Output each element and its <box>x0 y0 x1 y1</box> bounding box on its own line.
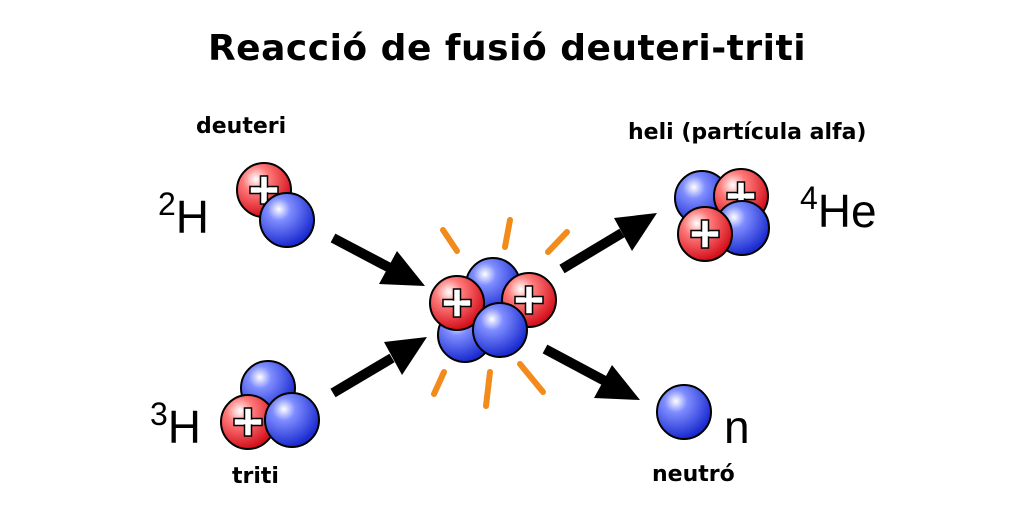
burst-ray <box>431 369 447 397</box>
tritium-element: H <box>167 401 202 453</box>
arrows <box>330 213 657 400</box>
neutron-particle <box>472 302 528 358</box>
arrow-tritium-to-center <box>330 337 427 398</box>
burst-ray <box>483 369 493 409</box>
burst-ray <box>517 361 546 395</box>
burst-ray <box>545 229 570 255</box>
helium-mass-number: 4 <box>800 180 818 216</box>
neutron-particle <box>656 384 712 440</box>
free-neutron <box>656 384 712 440</box>
helium-symbol: 4He <box>800 182 877 237</box>
deuterium-element: H <box>175 191 210 243</box>
neutron-symbol: n <box>724 401 750 453</box>
diagram-title: Reacció de fusió deuteri-triti <box>207 28 807 69</box>
arrow-center-to-helium <box>559 213 657 274</box>
tritium-mass-number: 3 <box>150 396 168 432</box>
tritium-symbol: 3H <box>150 398 202 453</box>
neutron-particle <box>259 192 315 248</box>
deuterium-nucleus <box>236 162 315 248</box>
burst-ray <box>440 227 460 254</box>
neutron-particle <box>264 392 320 448</box>
tritium-nucleus <box>220 360 320 450</box>
deuterium-name-label: deuteri <box>196 114 287 139</box>
helium-element: He <box>817 185 877 237</box>
deuterium-symbol: 2H <box>158 188 210 243</box>
arrow-center-to-neutron <box>542 344 640 400</box>
helium-name-label: heli (partícula alfa) <box>628 120 867 145</box>
burst-ray <box>502 217 513 250</box>
energy-burst <box>431 217 570 409</box>
tritium-name-label: triti <box>232 464 279 489</box>
proton-particle <box>677 206 733 262</box>
helium-nucleus <box>674 168 770 262</box>
arrow-deuterium-to-center <box>330 233 425 286</box>
neutron-name-label: neutró <box>652 462 735 487</box>
compound-nucleus <box>429 257 557 363</box>
deuterium-mass-number: 2 <box>158 186 176 222</box>
